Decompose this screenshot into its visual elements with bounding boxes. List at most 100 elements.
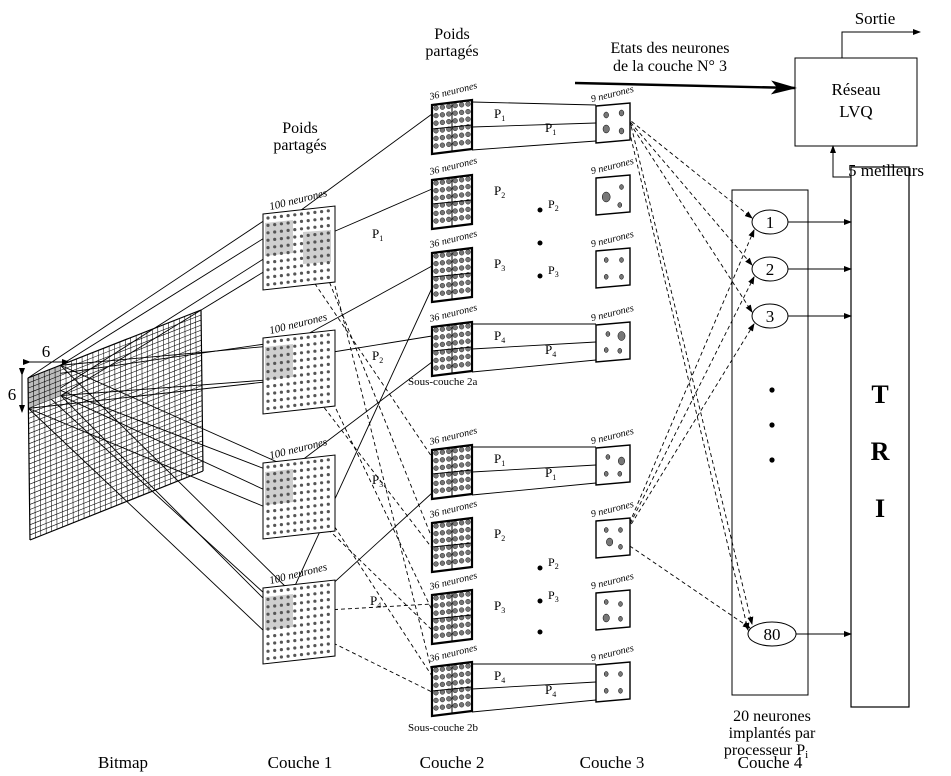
couche1-neuron bbox=[273, 406, 277, 410]
col-label-couche1: Couche 1 bbox=[268, 753, 333, 772]
couche1-neuron bbox=[286, 360, 290, 364]
couche1-neuron bbox=[266, 657, 270, 661]
couche1-neuron bbox=[313, 584, 317, 589]
couche3-neuron bbox=[617, 348, 623, 354]
couche2-neuron bbox=[465, 526, 471, 533]
couche1-neuron bbox=[286, 214, 290, 218]
couche1-neuron bbox=[286, 485, 290, 489]
bitmap-c1-link bbox=[60, 377, 294, 397]
couche2-processor-label: P3 bbox=[494, 256, 505, 273]
couche2-neuron bbox=[452, 536, 458, 542]
couche1-neuron bbox=[273, 486, 277, 490]
couche2-neuron bbox=[439, 210, 446, 216]
couche2-neuron bbox=[439, 290, 446, 296]
couche1-neuron bbox=[299, 388, 304, 392]
ellipsis-dot bbox=[537, 207, 543, 213]
couche1-neuron bbox=[320, 591, 324, 595]
couche1-neuron bbox=[273, 634, 277, 638]
couche3-caption: 9 neurones bbox=[590, 156, 635, 177]
couche1-neuron bbox=[293, 609, 297, 613]
couche1-neuron bbox=[320, 635, 324, 640]
couche1-neuron bbox=[299, 351, 304, 355]
couche1-neuron bbox=[279, 530, 283, 534]
couche2-neuron bbox=[439, 681, 446, 688]
couche1-neuron bbox=[293, 506, 297, 510]
c1-c2-link bbox=[292, 265, 433, 343]
bitmap-grid-line bbox=[29, 450, 203, 521]
couche1-neuron bbox=[326, 385, 330, 389]
couche3-neuron bbox=[618, 127, 625, 135]
couche2-neuron bbox=[465, 598, 471, 605]
couche1-neuron bbox=[326, 583, 330, 587]
couche2-neuron bbox=[433, 705, 439, 711]
couche2-neuron bbox=[465, 678, 471, 684]
couche1-neuron bbox=[326, 627, 330, 631]
couche1-neuron bbox=[293, 403, 297, 407]
couche3-neuron bbox=[618, 544, 623, 550]
couche3-neuron bbox=[603, 688, 609, 694]
couche2-neuron bbox=[452, 332, 458, 338]
couche1-neuron bbox=[313, 334, 317, 338]
couche1-neuron bbox=[293, 272, 297, 276]
couche1-neuron bbox=[326, 392, 330, 396]
couche2-neuron bbox=[459, 339, 465, 345]
couche2-neuron bbox=[439, 632, 446, 638]
couche2-neuron bbox=[452, 592, 458, 599]
couche2-neuron bbox=[446, 126, 452, 132]
couche1-neuron bbox=[299, 630, 304, 635]
couche1-neuron bbox=[273, 354, 277, 358]
bitmap-grid-line bbox=[29, 470, 204, 541]
couche1-neuron bbox=[326, 517, 330, 521]
couche1-neuron bbox=[299, 498, 304, 502]
couche1-neuron bbox=[306, 630, 310, 634]
couche1-neuron bbox=[286, 588, 290, 592]
bitmap-c1-link bbox=[60, 364, 294, 595]
couche2-neuron bbox=[446, 259, 452, 265]
tri-letter-t: T bbox=[871, 380, 888, 409]
lvq-label: LVQ bbox=[839, 102, 872, 121]
couche1-neuron bbox=[326, 355, 330, 359]
couche2-neuron bbox=[465, 549, 471, 556]
couche2-neuron bbox=[439, 537, 446, 544]
couche2-neuron bbox=[433, 674, 439, 681]
couche2-neuron bbox=[446, 209, 452, 215]
couche1-neuron bbox=[273, 648, 277, 653]
couche1-neuron bbox=[313, 592, 317, 596]
couche1-neuron bbox=[306, 482, 310, 486]
couche3-neuron bbox=[605, 331, 611, 337]
couche1-neuron bbox=[293, 594, 297, 598]
couche4-node bbox=[747, 621, 797, 647]
couche2-neuron bbox=[446, 341, 452, 347]
bitmap-c1-link bbox=[60, 364, 294, 470]
couche2-3-processor-label: P1 bbox=[545, 120, 556, 137]
couche1-neuron bbox=[286, 338, 290, 342]
couche1-neuron bbox=[293, 374, 297, 378]
couche2-processor-label: P1 bbox=[494, 106, 505, 123]
ellipsis-processor-label: P2 bbox=[548, 197, 559, 213]
couche2-3-processor-label: P4 bbox=[545, 342, 556, 359]
couche1-neuron bbox=[306, 387, 310, 391]
couche1-neuron bbox=[320, 239, 324, 243]
bitmap-grid-line bbox=[130, 337, 133, 500]
couche1-neuron bbox=[273, 223, 277, 227]
couche1-neuron bbox=[286, 352, 290, 356]
couche2-neuron bbox=[439, 217, 446, 223]
couche1-neuron bbox=[279, 486, 283, 490]
couche2-neuron bbox=[459, 207, 465, 213]
couche2-neuron bbox=[446, 680, 452, 687]
couche1-neuron bbox=[299, 242, 304, 246]
couche3-neuron bbox=[603, 274, 609, 280]
bitmap-grid bbox=[27, 309, 204, 541]
c2-c3-link bbox=[471, 464, 597, 473]
couche1-neuron bbox=[266, 627, 270, 631]
couche1-neuron bbox=[299, 623, 304, 627]
couche1-neuron bbox=[279, 266, 283, 270]
couche2-neuron bbox=[452, 185, 458, 191]
couche2-neuron bbox=[446, 624, 452, 630]
ellipsis-dot bbox=[537, 629, 543, 635]
bitmap-c1-link bbox=[60, 395, 294, 504]
couche2-neuron bbox=[465, 249, 471, 255]
couche3-neuron bbox=[618, 527, 623, 533]
couche1-neuron bbox=[279, 214, 283, 218]
